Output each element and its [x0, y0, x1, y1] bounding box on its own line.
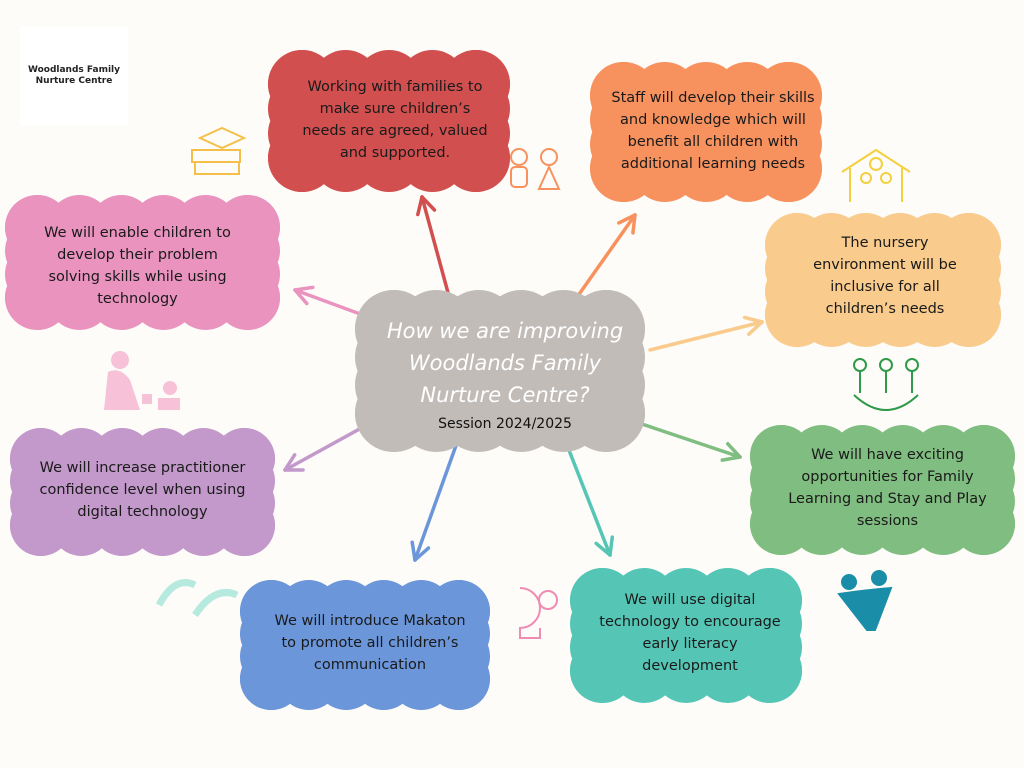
logo-text: Woodlands Family Nurture Centre	[27, 65, 121, 86]
cloud-family-learning	[750, 425, 1015, 555]
center-topic: How we are improving Woodlands Family Nu…	[370, 310, 640, 440]
arrow-literacy	[563, 438, 615, 557]
arrow-families	[416, 195, 452, 302]
woodlands-logo: Woodlands Family Nurture Centre	[20, 26, 128, 126]
goal-staff-skills: Staff will develop their skills and know…	[611, 90, 815, 172]
session-label: Session 2024/2025	[438, 416, 572, 432]
sign-language-hands-icon	[155, 579, 239, 618]
goal-problem-solving: We will enable children to develop their…	[44, 225, 231, 307]
cloud-environment	[765, 213, 1002, 347]
goal-early-literacy: We will use digital technology to encour…	[599, 592, 781, 674]
goal-inclusive-environment: The nursery environment will be inclusiv…	[813, 235, 957, 317]
house-family-icon	[841, 148, 911, 202]
cloud-makaton	[240, 580, 490, 710]
cloud-literacy	[570, 568, 802, 703]
arrow-staff	[573, 213, 637, 302]
lightbulb-gear-icon	[519, 587, 558, 639]
arrow-family-learning	[628, 418, 742, 462]
cloud-staff	[590, 62, 823, 202]
goal-family-learning: We will have exciting opportunities for …	[788, 447, 987, 529]
cloud-center	[355, 290, 645, 452]
arrow-environment	[648, 315, 764, 352]
parent-baby-blocks-icon	[104, 351, 180, 410]
children-jumping-icon	[853, 358, 919, 411]
cloud-problem-solving	[5, 195, 280, 330]
goal-makaton: We will introduce Makaton to promote all…	[274, 613, 466, 673]
goal-families: Working with families to make sure child…	[302, 79, 488, 161]
graduation-books-icon	[191, 126, 247, 175]
children-icon	[510, 148, 561, 190]
arrow-makaton	[410, 438, 460, 562]
cloud-families	[268, 50, 511, 192]
family-hug-icon	[837, 570, 893, 631]
cloud-confidence	[10, 428, 275, 556]
goal-practitioner-confidence: We will increase practitioner confidence…	[39, 460, 246, 520]
center-title: How we are improving Woodlands Family Nu…	[386, 319, 624, 407]
